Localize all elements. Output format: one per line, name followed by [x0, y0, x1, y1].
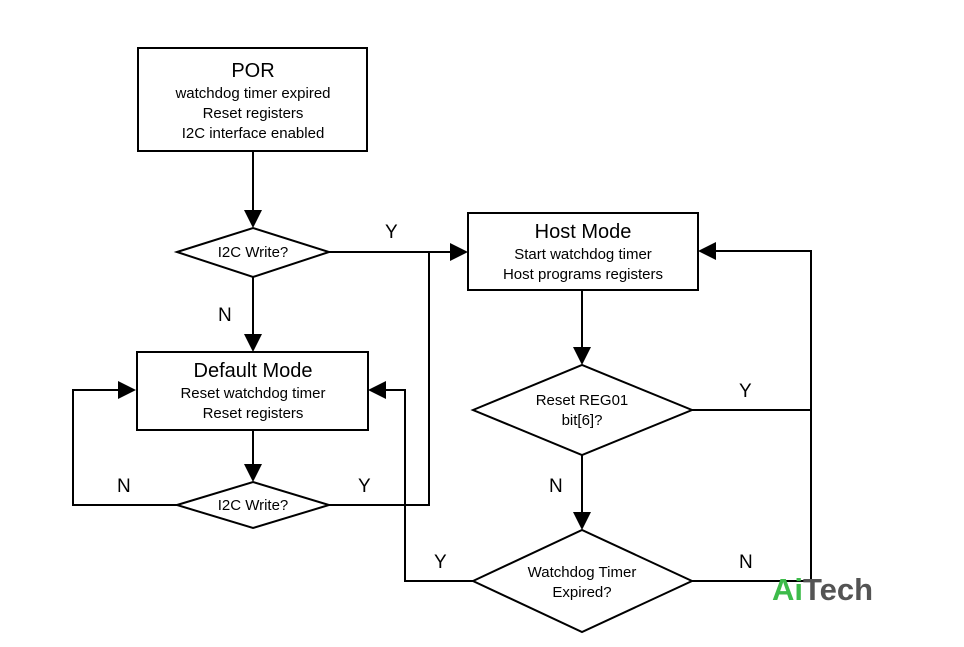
connectors	[72, 151, 812, 582]
watermark-tech: Tech	[803, 572, 873, 607]
decision-text: I2C Write?	[218, 244, 289, 261]
default-mode-title: Default Mode	[194, 360, 313, 382]
decision-text: Reset REG01	[536, 392, 629, 409]
decision-reset-reg01: Reset REG01 bit[6]?	[470, 363, 695, 457]
edge-label-bottom-write-no: N	[117, 476, 131, 497]
edge-label-top-write-no: N	[218, 305, 232, 326]
default-mode-box: Default Mode Reset watchdog timer Reset …	[136, 351, 369, 431]
aitech-watermark: AiTech	[772, 572, 873, 607]
edge-label-reset-reg-no: N	[549, 476, 563, 497]
default-mode-line: Reset registers	[203, 405, 304, 422]
decision-text: Watchdog Timer	[528, 564, 637, 581]
edge-label-top-write-yes: Y	[385, 222, 398, 243]
host-mode-line: Start watchdog timer	[514, 246, 652, 263]
watermark-ai: Ai	[772, 572, 803, 607]
edge-label-reset-reg-yes: Y	[739, 381, 752, 402]
por-line: Reset registers	[203, 105, 304, 122]
por-title: POR	[231, 60, 274, 82]
decision-watchdog-expired: Watchdog Timer Expired?	[470, 528, 695, 634]
svg-text:AiTech: AiTech	[772, 572, 873, 607]
host-mode-line: Host programs registers	[503, 266, 663, 283]
por-box: POR watchdog timer expired Reset registe…	[137, 47, 368, 152]
edge-label-watchdog-yes: Y	[434, 552, 447, 573]
decision-text: Expired?	[552, 584, 611, 601]
por-line: I2C interface enabled	[182, 125, 325, 142]
decision-i2c-write-top: I2C Write?	[173, 226, 333, 279]
host-mode-box: Host Mode Start watchdog timer Host prog…	[467, 212, 699, 291]
edge-label-bottom-write-yes: Y	[358, 476, 371, 497]
edge-label-watchdog-no: N	[739, 552, 753, 573]
decision-text: bit[6]?	[562, 412, 603, 429]
decision-i2c-write-bottom: I2C Write?	[173, 480, 333, 530]
por-line: watchdog timer expired	[174, 85, 330, 102]
edge-labels: Y N N Y Y N Y N	[117, 222, 753, 573]
decision-text: I2C Write?	[218, 497, 289, 514]
default-mode-line: Reset watchdog timer	[180, 385, 325, 402]
host-mode-title: Host Mode	[535, 221, 632, 243]
